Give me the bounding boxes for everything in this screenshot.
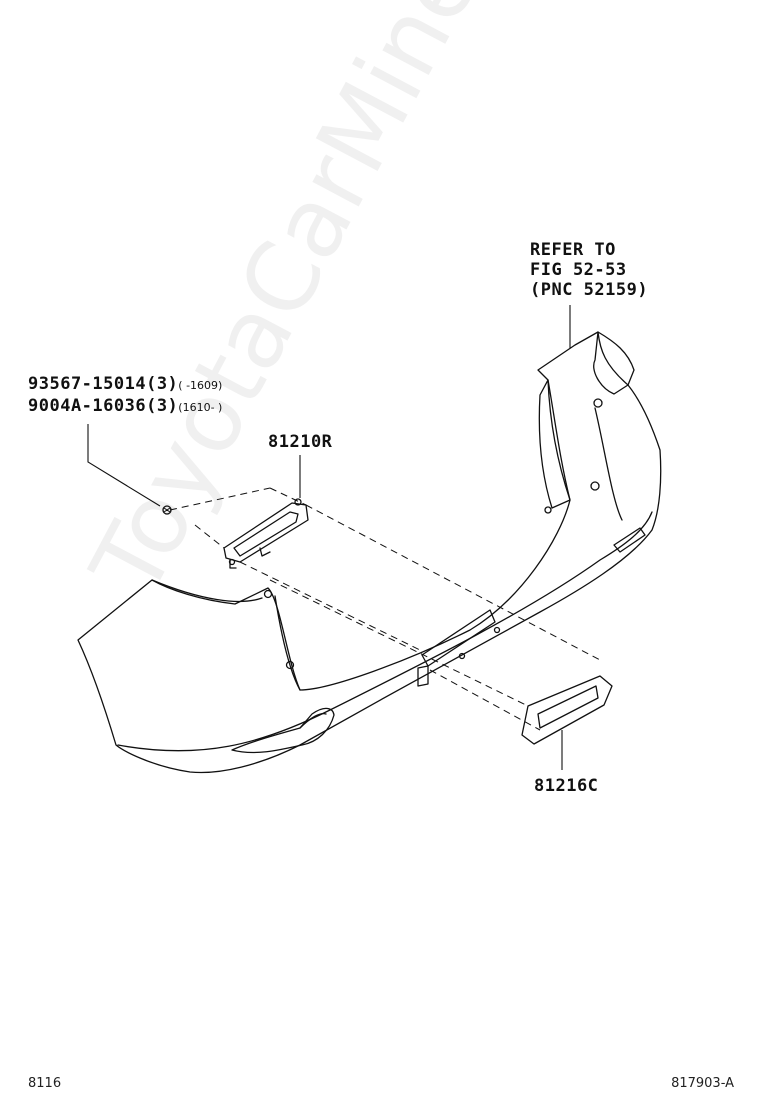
part-number-81210r: 81210R xyxy=(268,432,333,452)
bumper-side-return xyxy=(538,379,571,509)
part-number-9004a: 9004A-16036(3)(1610- ) xyxy=(28,396,222,418)
bracket-hole xyxy=(228,558,236,566)
footer-page-code: 8116 xyxy=(28,1076,62,1091)
bumper-opening-edge xyxy=(274,595,301,691)
mount-hole xyxy=(493,626,501,634)
part-b-number: 9004A-16036(3) xyxy=(28,396,179,416)
leader-screw xyxy=(87,424,161,507)
license-plate-recess xyxy=(421,609,496,667)
bracket-81210r xyxy=(223,502,309,563)
alignment-line xyxy=(429,669,541,731)
part-a-range: ( -1609) xyxy=(178,379,223,392)
refer-callout-line3: (PNC 52159) xyxy=(530,280,649,300)
bumper-side-crease xyxy=(594,407,623,521)
alignment-line xyxy=(269,487,307,506)
bumper-upper-edge xyxy=(151,579,263,603)
alignment-line xyxy=(305,504,601,661)
part-b-range: (1610- ) xyxy=(178,401,223,414)
mount-hole xyxy=(458,652,466,660)
bumper-side-return-2 xyxy=(593,331,629,395)
mount-hole xyxy=(263,589,273,599)
alignment-line xyxy=(239,561,421,651)
part-a-number: 93567-15014(3) xyxy=(28,374,179,394)
alignment-line xyxy=(269,579,529,707)
left-reflector-opening xyxy=(231,707,335,754)
reflector-81216c-inner xyxy=(537,685,599,729)
part-number-93567: 93567-15014(3)( -1609) xyxy=(28,374,222,396)
refer-callout-line1: REFER TO xyxy=(530,240,616,260)
refer-callout-line2: FIG 52-53 xyxy=(530,260,627,280)
license-plate-recess-inner xyxy=(417,665,429,687)
part-number-81216c: 81216C xyxy=(534,776,599,796)
bumper-lower-crease xyxy=(117,511,653,752)
reflector-81216c xyxy=(521,675,613,745)
left-reflector-inner xyxy=(299,712,327,729)
alignment-line xyxy=(194,524,225,549)
footer-figure-code: 817903-A xyxy=(671,1076,734,1091)
mount-hole xyxy=(285,660,295,670)
right-reflector-opening xyxy=(613,527,646,553)
mount-hole xyxy=(593,398,603,408)
mount-hole xyxy=(544,506,552,514)
alignment-line xyxy=(169,487,271,511)
mount-hole xyxy=(590,481,600,491)
bracket-hole xyxy=(294,498,302,506)
bracket-81210r-inner xyxy=(233,511,299,557)
rear-bumper-cover xyxy=(77,331,662,774)
